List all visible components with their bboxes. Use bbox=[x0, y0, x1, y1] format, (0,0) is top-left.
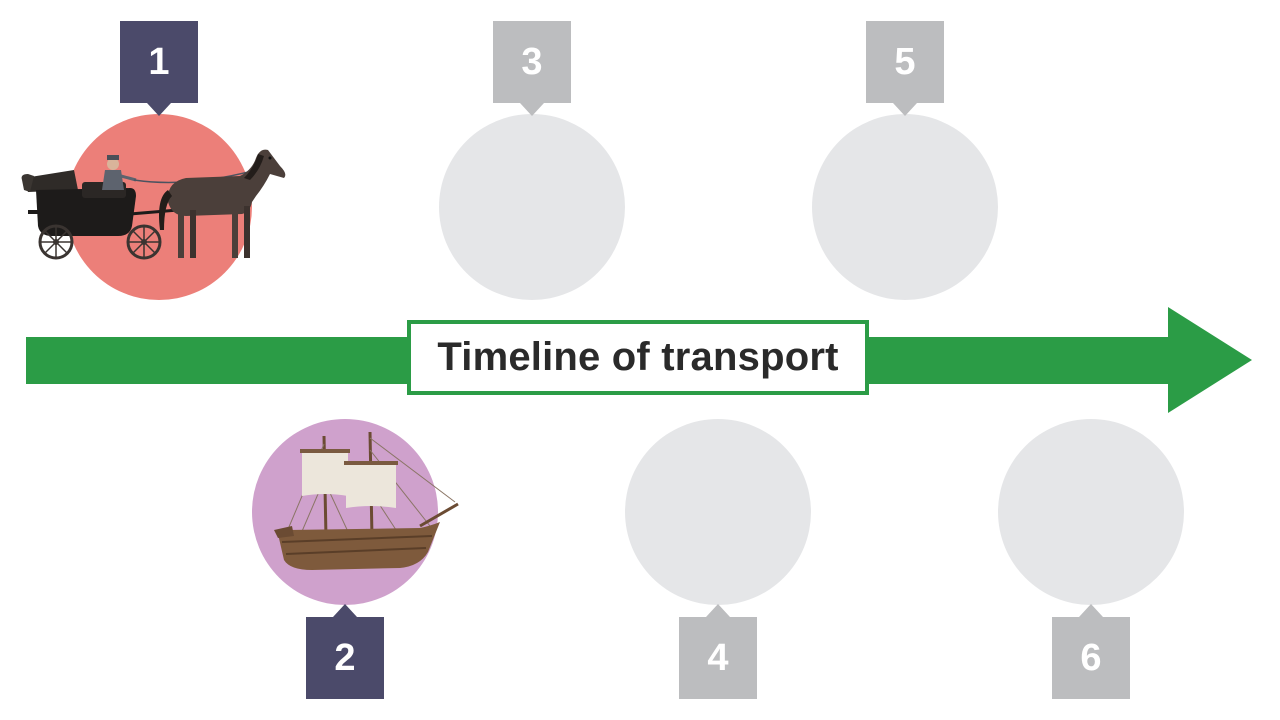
stage-6-number: 6 bbox=[1080, 636, 1102, 679]
stage-1-number: 1 bbox=[148, 40, 170, 83]
stage-3-number: 3 bbox=[521, 40, 543, 83]
stage-5-number: 5 bbox=[894, 40, 916, 83]
stage-3-circle[interactable] bbox=[439, 114, 625, 300]
stage-6-badge: 6 bbox=[1052, 604, 1130, 699]
stage-5-circle[interactable] bbox=[812, 114, 998, 300]
horse-carriage-icon bbox=[21, 149, 286, 260]
stage-6-circle[interactable] bbox=[998, 419, 1184, 605]
stage-1-badge: 1 bbox=[120, 21, 198, 116]
stage-4-circle[interactable] bbox=[625, 419, 811, 605]
stage-5-badge: 5 bbox=[866, 21, 944, 116]
stage-2-badge: 2 bbox=[306, 604, 384, 699]
stage-2-number: 2 bbox=[334, 636, 356, 679]
timeline-title: Timeline of transport bbox=[407, 320, 869, 395]
stage-4-badge: 4 bbox=[679, 604, 757, 699]
stage-4-number: 4 bbox=[707, 636, 729, 679]
sailing-ship-icon bbox=[274, 431, 459, 570]
stage-3-badge: 3 bbox=[493, 21, 571, 116]
